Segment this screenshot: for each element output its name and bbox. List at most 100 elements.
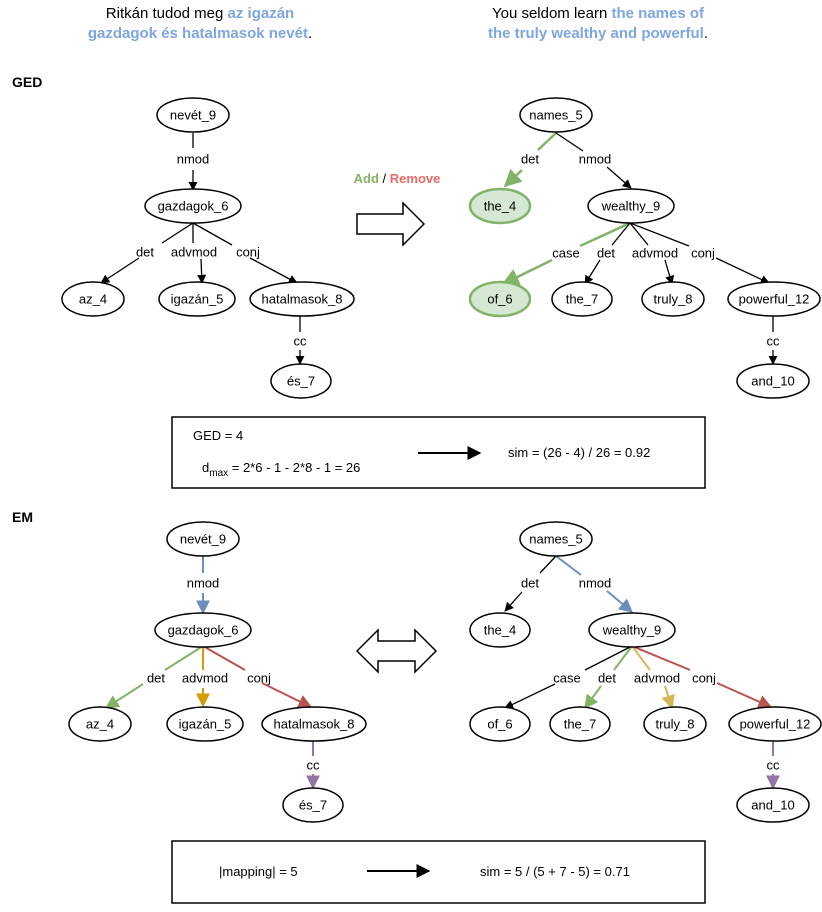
edge-arrow [715, 257, 770, 284]
svg-text:az_4: az_4 [86, 717, 114, 732]
edge-arrow [249, 257, 298, 284]
em-section-title: EM [12, 509, 33, 525]
edge-line [555, 555, 582, 576]
svg-text:nevét_9: nevét_9 [170, 108, 216, 123]
node-igazan-5: igazán_5 [166, 706, 244, 742]
edge-arrow [261, 682, 313, 708]
en-sentence-line1: You seldom learn the names of [492, 5, 705, 22]
svg-text:igazán_5: igazán_5 [179, 717, 232, 732]
mapping-arrow-icon [355, 628, 438, 674]
node-the-7: the_7 [549, 706, 611, 742]
transform-arrow-icon [356, 201, 426, 247]
edge-label-cc: cc [767, 334, 781, 349]
edge-line [631, 645, 691, 671]
edge-label-nmod: nmod [579, 576, 612, 591]
node-wealthy-9: wealthy_9 [587, 188, 675, 224]
ged-en-edges [501, 132, 778, 365]
node-hatalmasok-8: hatalmasok_8 [249, 281, 355, 317]
ged-hu-edge-labels: nmod det advmod conj cc [136, 152, 307, 349]
edge-line [629, 222, 649, 246]
svg-text:the_7: the_7 [564, 717, 597, 732]
edge-label-nmod: nmod [579, 152, 612, 167]
node-nevet-9: nevét_9 [166, 521, 240, 557]
svg-text:és_7: és_7 [299, 798, 327, 813]
node-names-5: names_5 [519, 97, 593, 133]
edge-label-advmod: advmod [632, 246, 678, 261]
svg-text:hatalmasok_8: hatalmasok_8 [262, 292, 343, 307]
em-formula-box: |mapping| = 5 sim = 5 / (5 + 7 - 5) = 0.… [171, 840, 706, 904]
svg-text:hatalmasok_8: hatalmasok_8 [274, 717, 355, 732]
edge-line [629, 222, 690, 247]
ged-section-title: GED [12, 74, 42, 90]
ged-value: GED = 4 [193, 428, 243, 443]
edge-line [202, 645, 246, 671]
svg-text:the_7: the_7 [566, 292, 599, 307]
em-en-edges [504, 555, 780, 790]
edge-arrow [606, 166, 632, 189]
edge-label-conj: conj [691, 246, 715, 261]
node-igazan-5: igazán_5 [158, 281, 236, 317]
edge-line [164, 645, 204, 671]
svg-text:truly_8: truly_8 [653, 292, 692, 307]
edge-arrow [664, 259, 675, 285]
ged-formula-box: GED = 4 dmax = 2*6 - 1 - 2*8 - 1 = 26 si… [171, 416, 706, 489]
edge-label-det: det [147, 671, 165, 686]
svg-text:of_6: of_6 [487, 292, 512, 307]
node-es-7: és_7 [270, 363, 332, 399]
edge-line [611, 222, 631, 246]
edge-line [584, 645, 633, 671]
edge-label-det: det [597, 246, 615, 261]
edge-label-det: det [521, 576, 539, 591]
svg-text:az_4: az_4 [79, 292, 107, 307]
edge-arrow [661, 685, 675, 710]
svg-text:truly_8: truly_8 [655, 717, 694, 732]
svg-text:wealthy_9: wealthy_9 [602, 623, 662, 638]
edge-line [613, 645, 633, 671]
edge-label-conj: conj [247, 671, 271, 686]
edge-line [161, 222, 194, 244]
svg-text:and_10: and_10 [751, 798, 794, 813]
node-es-7: és_7 [282, 787, 344, 823]
edge-label-cc: cc [294, 334, 308, 349]
header-hungarian: Ritkán tudod meg az igazán gazdagok és h… [88, 5, 312, 42]
edge-arrow-added [503, 168, 523, 188]
edge-line [539, 555, 557, 574]
ged-hu-edges [100, 133, 305, 365]
edge-label-det: det [136, 245, 154, 260]
edge-arrow [504, 591, 523, 612]
svg-text:wealthy_9: wealthy_9 [601, 199, 661, 214]
node-gazdagok-6: gazdagok_6 [154, 612, 252, 648]
edge-line [192, 222, 233, 246]
edge-label-advmod: advmod [634, 671, 680, 686]
node-the-4-added: the_4 [468, 187, 532, 225]
svg-text:és_7: és_7 [287, 374, 315, 389]
edge-arrow [606, 590, 634, 613]
edge-arrow [716, 682, 773, 709]
edge-arrow [197, 258, 207, 284]
em-en-edge-labels: det nmod case det advmod conj cc [521, 576, 780, 773]
node-of-6: of_6 [469, 706, 531, 742]
node-az-4: az_4 [68, 706, 132, 742]
mapping-size: |mapping| = 5 [219, 864, 298, 879]
node-wealthy-9: wealthy_9 [588, 612, 676, 648]
em-hu-nodes: nevét_9 gazdagok_6 az_4 igazán_5 hatalma… [68, 521, 367, 823]
edge-label-conj: conj [236, 245, 260, 260]
node-nevet-9: nevét_9 [156, 97, 230, 133]
edge-line-added [579, 221, 631, 248]
node-names-5: names_5 [519, 521, 593, 557]
ged-hu-nodes: nevét_9 gazdagok_6 az_4 igazán_5 hatalma… [61, 97, 355, 399]
add-remove-legend: Add / Remove [354, 171, 441, 186]
node-truly-8: truly_8 [641, 281, 705, 317]
edge-label-advmod: advmod [182, 671, 228, 686]
edge-label-nmod: nmod [187, 576, 220, 591]
node-powerful-12: powerful_12 [727, 281, 821, 317]
edge-label-det: det [521, 152, 539, 167]
svg-text:names_5: names_5 [529, 532, 582, 547]
ged-en-nodes: names_5 the_4 wealthy_9 of_6 the_7 truly… [468, 97, 821, 399]
node-hatalmasok-8: hatalmasok_8 [261, 706, 367, 742]
node-the-4: the_4 [469, 612, 531, 648]
svg-text:powerful_12: powerful_12 [739, 292, 810, 307]
edge-arrow [104, 683, 144, 709]
em-hu-edges [104, 556, 320, 790]
node-az-4: az_4 [61, 281, 125, 317]
